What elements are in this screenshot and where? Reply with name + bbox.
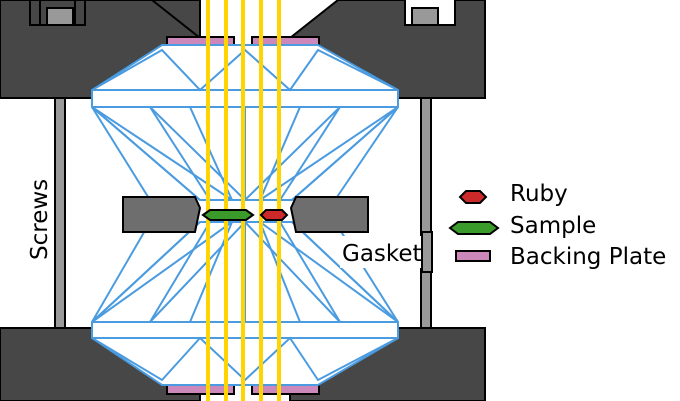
gasket-left	[122, 196, 202, 233]
top-right-window-inner	[411, 7, 439, 26]
backing-plate-bottom-left	[166, 384, 235, 395]
gasket	[122, 196, 369, 233]
top-left-window-inner	[46, 7, 74, 26]
legend-label-sample: Sample	[510, 213, 596, 239]
sample-in-chamber	[201, 209, 255, 221]
screw-left	[54, 97, 66, 329]
light-beams	[206, 0, 281, 401]
gasket-right	[289, 196, 369, 233]
gasket-label-backdrop	[340, 236, 423, 268]
legend: Ruby Sample Backing Plate	[448, 181, 666, 270]
ruby-marker	[458, 190, 488, 204]
sample-marker	[448, 221, 500, 235]
backing-plates	[166, 36, 320, 395]
backing-plate-marker	[455, 250, 491, 262]
gasket-label-clip	[421, 231, 433, 273]
ruby-in-chamber	[259, 209, 289, 221]
gasket-label: Gasket	[342, 241, 422, 267]
screw-right	[420, 97, 432, 329]
screws-label: Screws	[27, 179, 53, 260]
legend-label-ruby: Ruby	[510, 181, 568, 207]
legend-label-backing-plate: Backing Plate	[510, 244, 666, 270]
